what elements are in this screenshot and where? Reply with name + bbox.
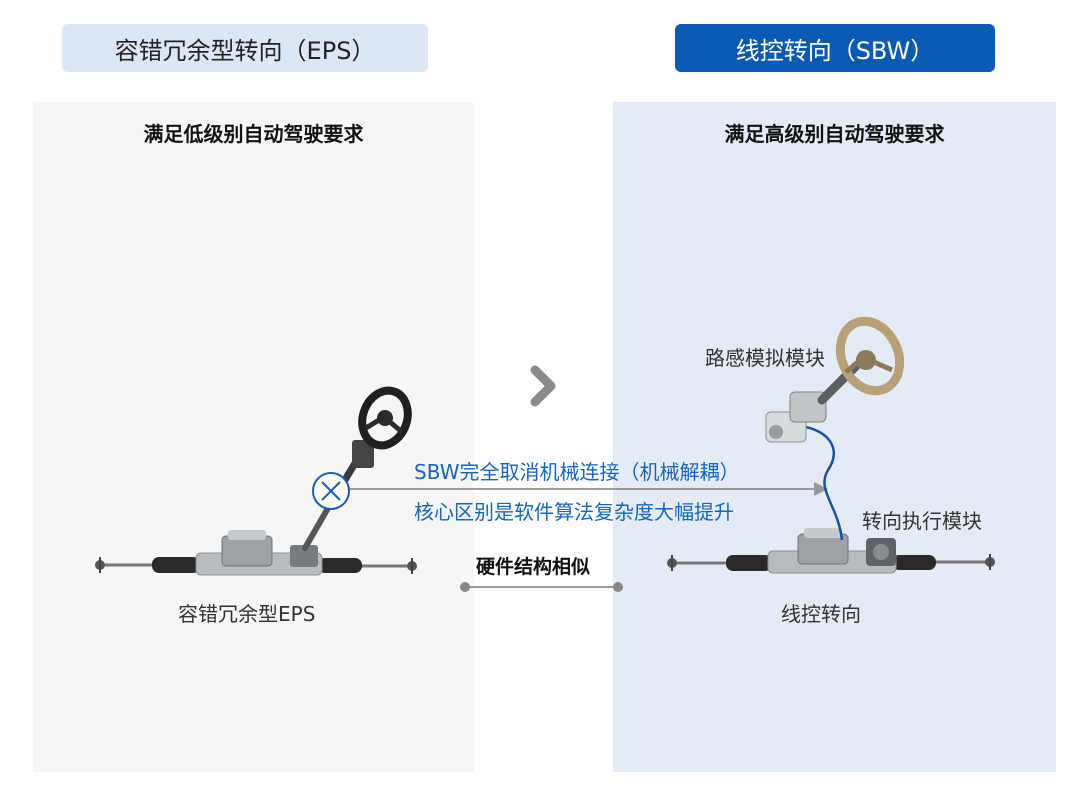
steering-actuator-module-label: 转向执行模块 xyxy=(862,509,982,533)
hardware-similar-label: 硬件结构相似 xyxy=(476,556,591,578)
decouple-arrow xyxy=(350,482,828,496)
road-feel-module-label: 路感模拟模块 xyxy=(705,346,825,370)
sbw-caption: 线控转向 xyxy=(781,602,861,626)
sbw-panel-title: 满足高级别自动驾驶要求 xyxy=(724,122,945,146)
eps-title-tag: 容错冗余型转向（EPS） xyxy=(62,24,428,72)
sbw-title-text: 线控转向（SBW） xyxy=(735,36,935,65)
sbw-decoupling-note: SBW完全取消机械连接（机械解耦） xyxy=(414,460,740,484)
software-complexity-note: 核心区别是软件算法复杂度大幅提升 xyxy=(414,500,734,524)
sbw-panel: 满足高级别自动驾驶要求 xyxy=(613,102,1056,772)
sbw-title-tag: 线控转向（SBW） xyxy=(675,24,995,72)
eps-title-text: 容错冗余型转向（EPS） xyxy=(114,36,376,65)
eps-caption: 容错冗余型EPS xyxy=(178,602,316,626)
eps-panel-title: 满足低级别自动驾驶要求 xyxy=(143,122,364,146)
hardware-similarity-connector xyxy=(460,582,623,592)
chevron-right-icon xyxy=(530,365,556,407)
eps-steering-assembly-image xyxy=(95,386,417,576)
decouple-x-icon xyxy=(312,472,350,510)
sbw-steering-assembly-image xyxy=(667,316,995,574)
